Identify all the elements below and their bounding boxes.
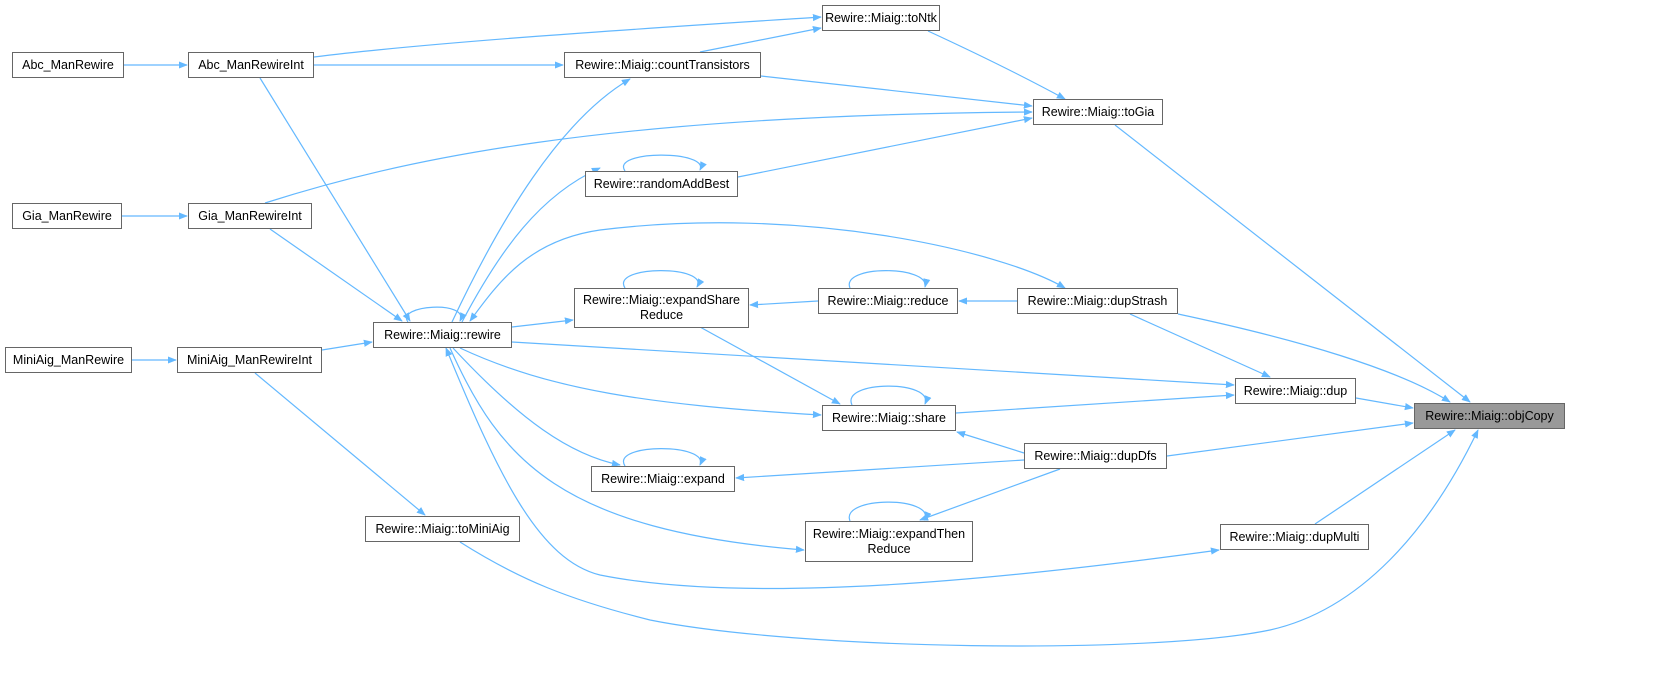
edge-share-dup xyxy=(955,391,1235,414)
node-objcopy-current: Rewire::Miaig::objCopy xyxy=(1414,403,1565,429)
node-dup[interactable]: Rewire::Miaig::dup xyxy=(1235,378,1356,404)
edge-rewire-dupmulti xyxy=(445,347,1220,590)
edge-miniaig-int-rewire xyxy=(321,339,373,351)
edge-esr-self xyxy=(622,270,705,289)
edge-expand-self xyxy=(622,448,707,467)
node-tontk[interactable]: Rewire::Miaig::toNtk xyxy=(822,5,940,31)
edge-dupmulti-objcopy xyxy=(1314,429,1456,525)
node-label: Rewire::Miaig::expandThen xyxy=(812,526,966,541)
edge-dup-dupstrash xyxy=(1129,313,1271,378)
edge-gia-int-rewire xyxy=(269,228,403,322)
edge-rewire-expand xyxy=(452,347,621,467)
edge-dup-objcopy xyxy=(1355,397,1414,411)
node-label: Rewire::randomAddBest xyxy=(593,176,730,191)
node-rewire[interactable]: Rewire::Miaig::rewire xyxy=(373,322,512,348)
node-label: Rewire::Miaig::dup xyxy=(1243,383,1348,398)
edge-rewire-share xyxy=(459,347,822,419)
edge-rewire-count xyxy=(451,78,631,323)
edge-etr-self xyxy=(848,501,932,522)
node-label: Gia_ManRewireInt xyxy=(198,208,302,223)
edge-tontk-togia xyxy=(927,30,1066,100)
edge-reduce-self xyxy=(848,270,931,289)
edge-rewire-self xyxy=(405,306,467,323)
node-label: Gia_ManRewire xyxy=(22,208,112,223)
edge-dupdfs-etr xyxy=(919,468,1061,521)
edge-dupstrash-rewire xyxy=(469,222,1066,322)
edge-count-togia xyxy=(760,75,1033,109)
edge-dupstrash-objcopy xyxy=(1177,313,1451,403)
node-label: Reduce xyxy=(867,541,911,556)
node-randomaddbest[interactable]: Rewire::randomAddBest xyxy=(585,171,738,197)
node-reduce[interactable]: Rewire::Miaig::reduce xyxy=(818,288,958,314)
node-label: MiniAig_ManRewireInt xyxy=(186,352,313,367)
node-miniaig-manrewireint[interactable]: MiniAig_ManRewireInt xyxy=(177,347,322,373)
node-dupmulti[interactable]: Rewire::Miaig::dupMulti xyxy=(1220,524,1369,550)
edge-miniaig-int-tominiaig xyxy=(254,372,426,516)
node-label: Rewire::Miaig::dupMulti xyxy=(1229,529,1360,544)
node-label: Rewire::Miaig::objCopy xyxy=(1425,408,1554,423)
node-label: Reduce xyxy=(639,308,684,322)
node-miniaig-manrewire[interactable]: MiniAig_ManRewire xyxy=(5,347,132,373)
edge-dupdfs-expand xyxy=(735,459,1025,482)
node-togia[interactable]: Rewire::Miaig::toGia xyxy=(1033,99,1163,125)
edge-rewire-dup xyxy=(511,341,1235,389)
node-abc-manrewireint[interactable]: Abc_ManRewireInt xyxy=(188,52,314,78)
node-label: Rewire::Miaig::rewire xyxy=(384,327,501,342)
node-label: Rewire::Miaig::toNtk xyxy=(825,10,937,25)
edge-random-self xyxy=(622,154,707,172)
edge-abc-int-tontk xyxy=(313,13,822,58)
node-tominiaig[interactable]: Rewire::Miaig::toMiniAig xyxy=(365,516,520,542)
node-label: Abc_ManRewireInt xyxy=(198,57,304,72)
node-dupstrash[interactable]: Rewire::Miaig::dupStrash xyxy=(1017,288,1178,314)
edge-reduce-esr xyxy=(749,300,819,309)
node-gia-manrewireint[interactable]: Gia_ManRewireInt xyxy=(188,203,312,229)
edge-tominiaig-objcopy xyxy=(459,429,1479,647)
node-label: Rewire::Miaig::toGia xyxy=(1041,104,1155,119)
node-label: Rewire::Miaig::expand xyxy=(601,471,725,486)
node-label: Rewire::Miaig::dupStrash xyxy=(1027,293,1168,308)
edge-gia-int-togia xyxy=(264,108,1033,204)
edge-dupdfs-share xyxy=(956,430,1025,454)
node-label: Rewire::Miaig::countTransistors xyxy=(575,57,750,72)
node-label: Rewire::Miaig::share xyxy=(832,410,946,425)
edge-rewire-esr xyxy=(511,317,574,328)
node-label: Rewire::Miaig::dupDfs xyxy=(1034,448,1157,463)
node-label: Rewire::Miaig::reduce xyxy=(827,293,949,308)
node-expand[interactable]: Rewire::Miaig::expand xyxy=(591,466,735,492)
edge-random-togia xyxy=(737,116,1033,178)
node-abc-manrewire[interactable]: Abc_ManRewire xyxy=(12,52,124,78)
node-label: MiniAig_ManRewire xyxy=(12,352,125,367)
node-dupdfs[interactable]: Rewire::Miaig::dupDfs xyxy=(1024,443,1167,469)
edge-share-self xyxy=(850,385,932,406)
node-counttransistors[interactable]: Rewire::Miaig::countTransistors xyxy=(564,52,761,78)
node-label: Rewire::Miaig::expandShare xyxy=(582,293,741,307)
edge-dupdfs-objcopy xyxy=(1166,420,1414,457)
edge-count-tontk xyxy=(699,26,822,53)
edge-abc-int-rewire xyxy=(259,77,411,322)
edge-esr-share xyxy=(699,326,841,405)
node-label: Abc_ManRewire xyxy=(22,57,114,72)
node-share[interactable]: Rewire::Miaig::share xyxy=(822,405,956,431)
edge-togia-objcopy xyxy=(1114,124,1471,403)
node-label: Rewire::Miaig::toMiniAig xyxy=(375,521,510,536)
node-gia-manrewire[interactable]: Gia_ManRewire xyxy=(12,203,122,229)
